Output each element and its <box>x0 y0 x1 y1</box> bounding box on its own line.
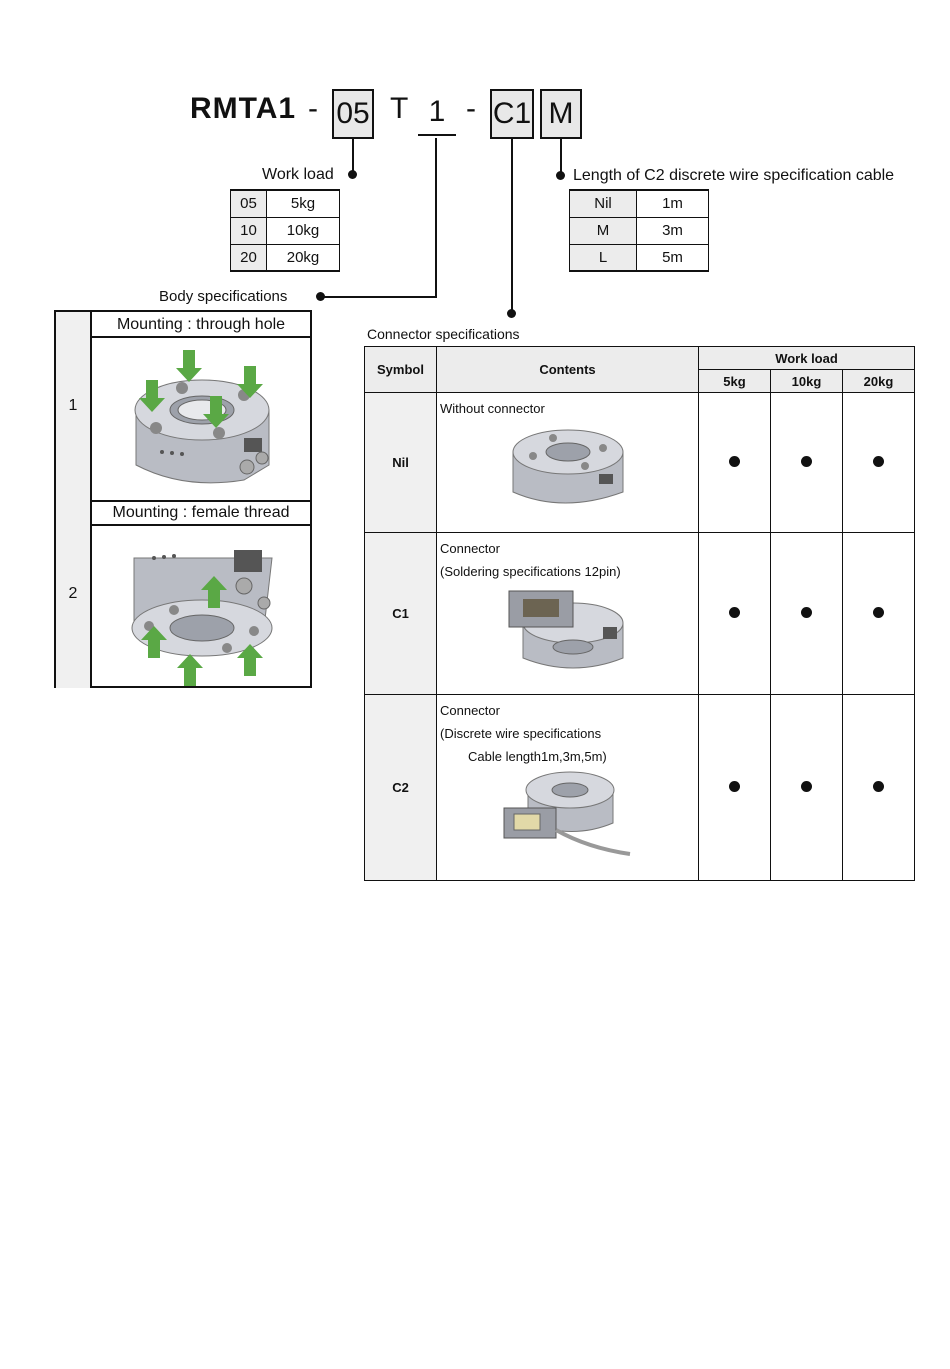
model-letter: T <box>390 92 410 125</box>
content-line: (Soldering specifications 12pin) <box>440 564 621 579</box>
table-cell: 05 <box>230 189 267 218</box>
body-spec-title: Mounting : through hole <box>92 312 310 338</box>
symbol-cell: C1 <box>364 532 437 695</box>
table-cell: 1m <box>636 189 709 218</box>
table-cell: L <box>569 243 637 272</box>
symbol-cell: Nil <box>364 392 437 533</box>
body-code: 1 <box>418 90 456 136</box>
body-leader-v <box>435 138 437 298</box>
female-thread-image <box>94 528 310 688</box>
contents-cell: Connector (Soldering specifications 12pi… <box>436 532 699 695</box>
available-dot <box>801 780 812 792</box>
body-spec-number: 2 <box>56 500 92 688</box>
symbol-cell: C2 <box>364 694 437 881</box>
available-dot <box>729 780 740 792</box>
table-cell: 20 <box>230 243 267 272</box>
body-leader-h <box>320 296 437 298</box>
cable-length-label: Length of C2 discrete wire specification… <box>573 167 895 184</box>
contents-cell: Without connector <box>436 392 699 533</box>
connector-code-box: C1 <box>490 89 534 139</box>
table-cell: Nil <box>569 189 637 218</box>
connector-specs-table: Symbol Contents Work load 5kg 10kg 20kg … <box>364 346 915 881</box>
connector-specs-label: Connector specifications <box>367 326 520 342</box>
contents-header: Contents <box>436 346 699 393</box>
table-row: Nil Without connector <box>364 392 915 533</box>
connector-dot <box>507 309 516 318</box>
table-cell: M <box>569 216 637 245</box>
table-cell: 5m <box>636 243 709 272</box>
content-line: Without connector <box>440 401 545 416</box>
table-row: C2 Connector (Discrete wire specificatio… <box>364 694 915 881</box>
workload-leader <box>352 139 354 175</box>
through-hole-image <box>94 340 310 500</box>
available-dot <box>801 455 812 467</box>
available-dot <box>873 606 884 618</box>
mark-cell <box>770 694 843 881</box>
table-header-row: Symbol Contents Work load <box>364 346 915 393</box>
mark-cell <box>842 694 915 881</box>
content-line: Cable length1m,3m,5m) <box>468 749 607 764</box>
model-separator: - <box>308 92 319 125</box>
connector-leader <box>511 139 513 315</box>
available-dot <box>729 455 740 467</box>
body-spec-title: Mounting : female thread <box>92 500 310 526</box>
contents-cell: Connector (Discrete wire specifications … <box>436 694 699 881</box>
load-10kg-header: 10kg <box>770 369 843 393</box>
content-line: Connector <box>440 703 500 718</box>
discrete-wire-image <box>440 768 695 863</box>
mark-cell <box>842 532 915 695</box>
work-load-label: Work load <box>262 166 334 183</box>
body-specs-table: 1 Mounting : through hole <box>54 310 312 688</box>
body-specs-label: Body specifications <box>159 288 288 305</box>
symbol-header: Symbol <box>364 346 437 393</box>
mark-cell <box>698 694 771 881</box>
cable-leader <box>560 139 562 175</box>
content-line: (Discrete wire specifications <box>440 726 602 741</box>
workload-dot <box>348 170 357 179</box>
no-connector-image <box>440 420 695 515</box>
table-row: C1 Connector (Soldering specifications 1… <box>364 532 915 695</box>
mark-cell <box>698 392 771 533</box>
table-header-row: 5kg 10kg 20kg <box>365 369 915 393</box>
available-dot <box>801 606 812 618</box>
soldering-connector-image <box>440 583 695 678</box>
body-dot <box>316 292 325 301</box>
load-20kg-header: 20kg <box>842 369 915 393</box>
body-spec-number: 1 <box>56 312 92 500</box>
mark-cell <box>842 392 915 533</box>
mark-cell <box>770 532 843 695</box>
work-load-header: Work load <box>698 346 915 370</box>
load-5kg-header: 5kg <box>698 369 771 393</box>
model-separator-2: - <box>466 92 477 125</box>
available-dot <box>873 780 884 792</box>
mark-cell <box>770 392 843 533</box>
table-row: 2 Mounting : female thread <box>56 500 310 688</box>
table-row: 1 Mounting : through hole <box>56 312 310 502</box>
cable-code-box: M <box>540 89 582 139</box>
content-line: Connector <box>440 541 500 556</box>
table-cell: 10kg <box>266 216 340 245</box>
table-cell: 10 <box>230 216 267 245</box>
available-dot <box>729 606 740 618</box>
table-cell: 3m <box>636 216 709 245</box>
table-cell: 20kg <box>266 243 340 272</box>
mark-cell <box>698 532 771 695</box>
table-cell: 5kg <box>266 189 340 218</box>
model-prefix: RMTA1 <box>190 92 297 125</box>
available-dot <box>873 455 884 467</box>
cable-dot <box>556 171 565 180</box>
workload-code-box: 05 <box>332 89 374 139</box>
